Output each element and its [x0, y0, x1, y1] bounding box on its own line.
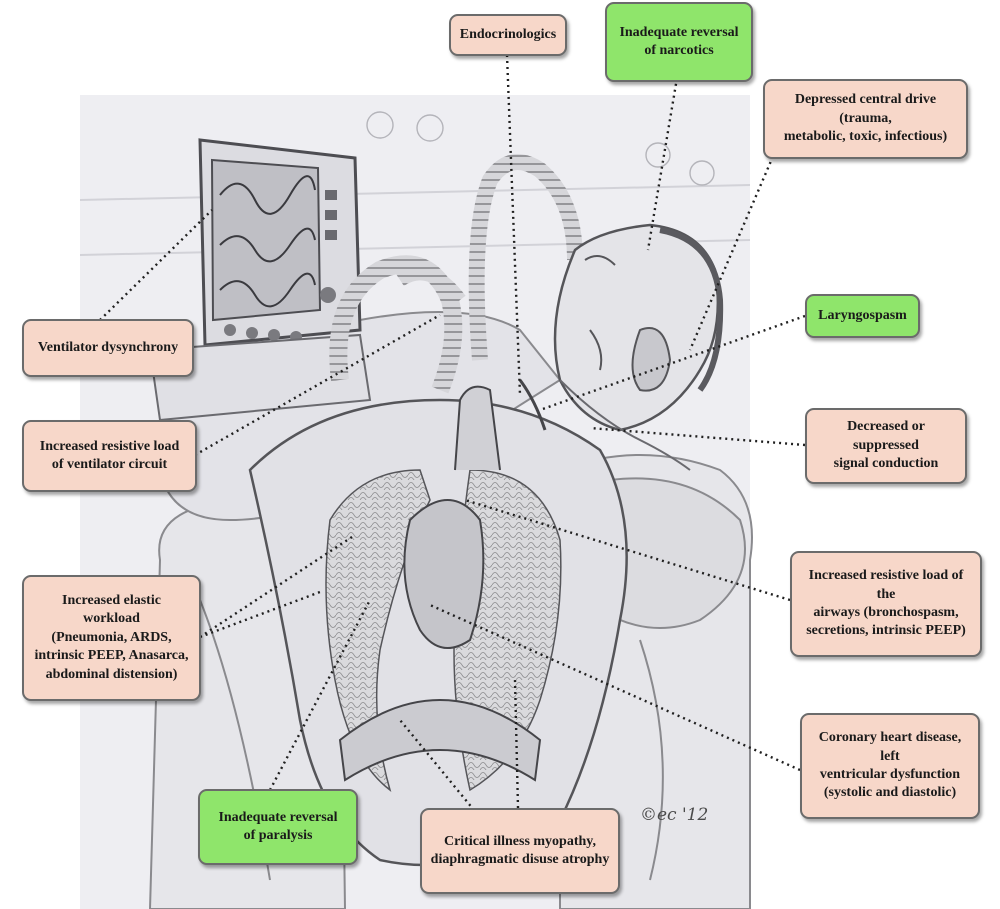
- label-elastic-workload: Increased elastic workload (Pneumonia, A…: [22, 575, 201, 701]
- label-resistive-load-circuit: Increased resistive load of ventilator c…: [22, 420, 197, 492]
- label-laryngospasm: Laryngospasm: [805, 294, 920, 338]
- label-depressed-central-drive: Depressed central drive (trauma, metabol…: [763, 79, 968, 159]
- label-endocrinologics: Endocrinologics: [449, 14, 567, 56]
- label-inadequate-reversal-paralysis: Inadequate reversal of paralysis: [198, 789, 358, 865]
- label-suppressed-signal-conduction: Decreased or suppressed signal conductio…: [805, 408, 967, 484]
- label-resistive-load-airways: Increased resistive load of the airways …: [790, 551, 982, 657]
- label-coronary-heart-disease: Coronary heart disease, left ventricular…: [800, 713, 980, 819]
- artist-signature: ©ec '12: [640, 805, 708, 825]
- label-inadequate-reversal-narcotics: Inadequate reversal of narcotics: [605, 2, 753, 82]
- label-critical-illness-myopathy: Critical illness myopathy, diaphragmatic…: [420, 808, 620, 894]
- label-ventilator-dysynchrony: Ventilator dysynchrony: [22, 319, 194, 377]
